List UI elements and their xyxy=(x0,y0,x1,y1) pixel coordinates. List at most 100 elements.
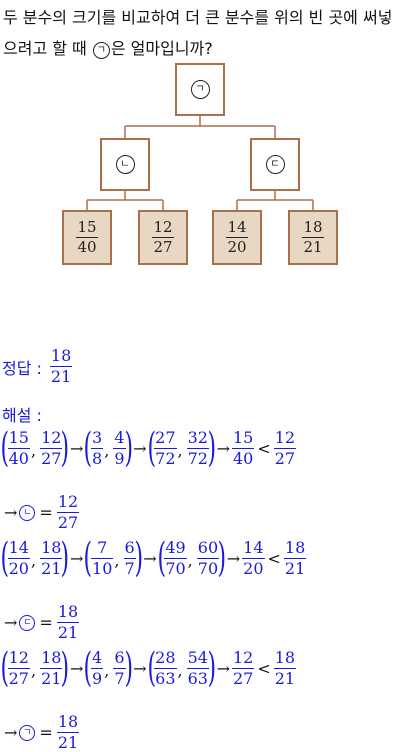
fraction-numerator: 4 xyxy=(92,647,103,667)
fraction-denominator: 21 xyxy=(56,622,80,642)
less-than: < xyxy=(257,438,271,458)
fraction-numerator: 54 xyxy=(187,647,208,667)
circle-letter-icon: ㄷ xyxy=(19,614,36,631)
fraction-numerator: 15 xyxy=(8,427,29,447)
fraction-numerator: 60 xyxy=(197,537,219,557)
fraction-numerator: 12 xyxy=(274,427,296,447)
comma: , xyxy=(30,661,37,680)
fraction-numerator: 18 xyxy=(57,712,79,731)
circle-letter-icon: ㄴ xyxy=(19,504,36,521)
answer-label: 정답 : xyxy=(2,358,42,378)
fraction-numerator: 12 xyxy=(232,647,254,667)
fraction-denominator: 7 xyxy=(123,557,136,578)
fraction-denominator: 27 xyxy=(273,447,297,468)
fraction-denominator: 27 xyxy=(40,447,63,468)
right-paren: ) xyxy=(207,425,217,471)
right-paren: ) xyxy=(207,645,217,691)
left-paren: ( xyxy=(0,535,10,581)
comma: , xyxy=(114,551,120,570)
fraction-denominator: 70 xyxy=(164,557,187,578)
fraction-denominator: 9 xyxy=(91,667,104,688)
fraction-numerator: 14 xyxy=(8,537,29,557)
fraction-numerator: 4 xyxy=(114,427,125,447)
fraction-numerator: 12 xyxy=(57,492,79,511)
left-paren: ( xyxy=(157,535,166,581)
fraction-numerator: 6 xyxy=(114,647,125,667)
circle-giyeok-icon: ㄱ xyxy=(190,80,210,99)
tree-mid-box-right: ㄷ xyxy=(250,138,300,191)
fraction-numerator: 12 xyxy=(8,647,29,667)
right-paren: ) xyxy=(60,535,70,581)
fraction-denominator: 20 xyxy=(242,557,265,578)
equals: = xyxy=(39,723,53,742)
fraction-numerator: 28 xyxy=(155,647,176,667)
fraction-denominator: 21 xyxy=(273,667,297,688)
arrow: → xyxy=(216,438,230,458)
fraction-numerator: 12 xyxy=(41,427,62,447)
fraction-denominator: 72 xyxy=(154,447,177,468)
fraction-denominator: 10 xyxy=(91,557,114,578)
fraction-numerator: 14 xyxy=(243,537,264,557)
right-paren: ) xyxy=(124,425,133,471)
right-paren: ) xyxy=(60,645,70,691)
fraction-denominator: 8 xyxy=(91,447,104,468)
fraction-denominator: 27 xyxy=(56,512,80,532)
arrow: → xyxy=(4,723,18,742)
right-paren: ) xyxy=(134,535,143,581)
arrow: → xyxy=(70,548,84,568)
fraction-denominator: 40 xyxy=(7,447,30,468)
fraction-denominator: 40 xyxy=(231,447,255,468)
arrow: → xyxy=(4,503,18,522)
fraction-numerator: 18 xyxy=(41,537,62,557)
fraction-numerator: 18 xyxy=(284,537,306,557)
fraction-denominator: 21 xyxy=(40,557,63,578)
fraction-numerator: 6 xyxy=(124,537,135,557)
tree-root-box: ㄱ xyxy=(175,63,225,116)
question-before: 두 분수의 크기를 비교하여 더 큰 분수를 위의 빈 곳에 써넣으려고 할 때 xyxy=(3,8,393,58)
fraction-denominator: 27 xyxy=(7,667,30,688)
right-paren: ) xyxy=(60,425,70,471)
tree-mid-box-left: ㄴ xyxy=(100,138,150,191)
fraction-numerator: 27 xyxy=(155,427,176,447)
fraction-numerator: 3 xyxy=(92,427,103,447)
arrow: → xyxy=(216,658,230,678)
fraction-denominator: 20 xyxy=(7,557,30,578)
comma: , xyxy=(177,661,183,680)
comma: , xyxy=(30,551,37,570)
fraction-numerator: 32 xyxy=(187,427,208,447)
arrow: → xyxy=(226,548,241,568)
fraction-numerator: 18 xyxy=(57,602,79,621)
fraction-numerator: 49 xyxy=(165,537,186,557)
left-paren: ( xyxy=(83,425,93,471)
less-than: < xyxy=(267,548,281,568)
question-after: 은 얼마입니까? xyxy=(110,39,213,58)
left-paren: ( xyxy=(147,645,156,691)
fraction-denominator: 27 xyxy=(231,667,255,688)
comma: , xyxy=(104,441,110,460)
arrow: → xyxy=(70,658,84,678)
arrow: → xyxy=(133,438,147,458)
